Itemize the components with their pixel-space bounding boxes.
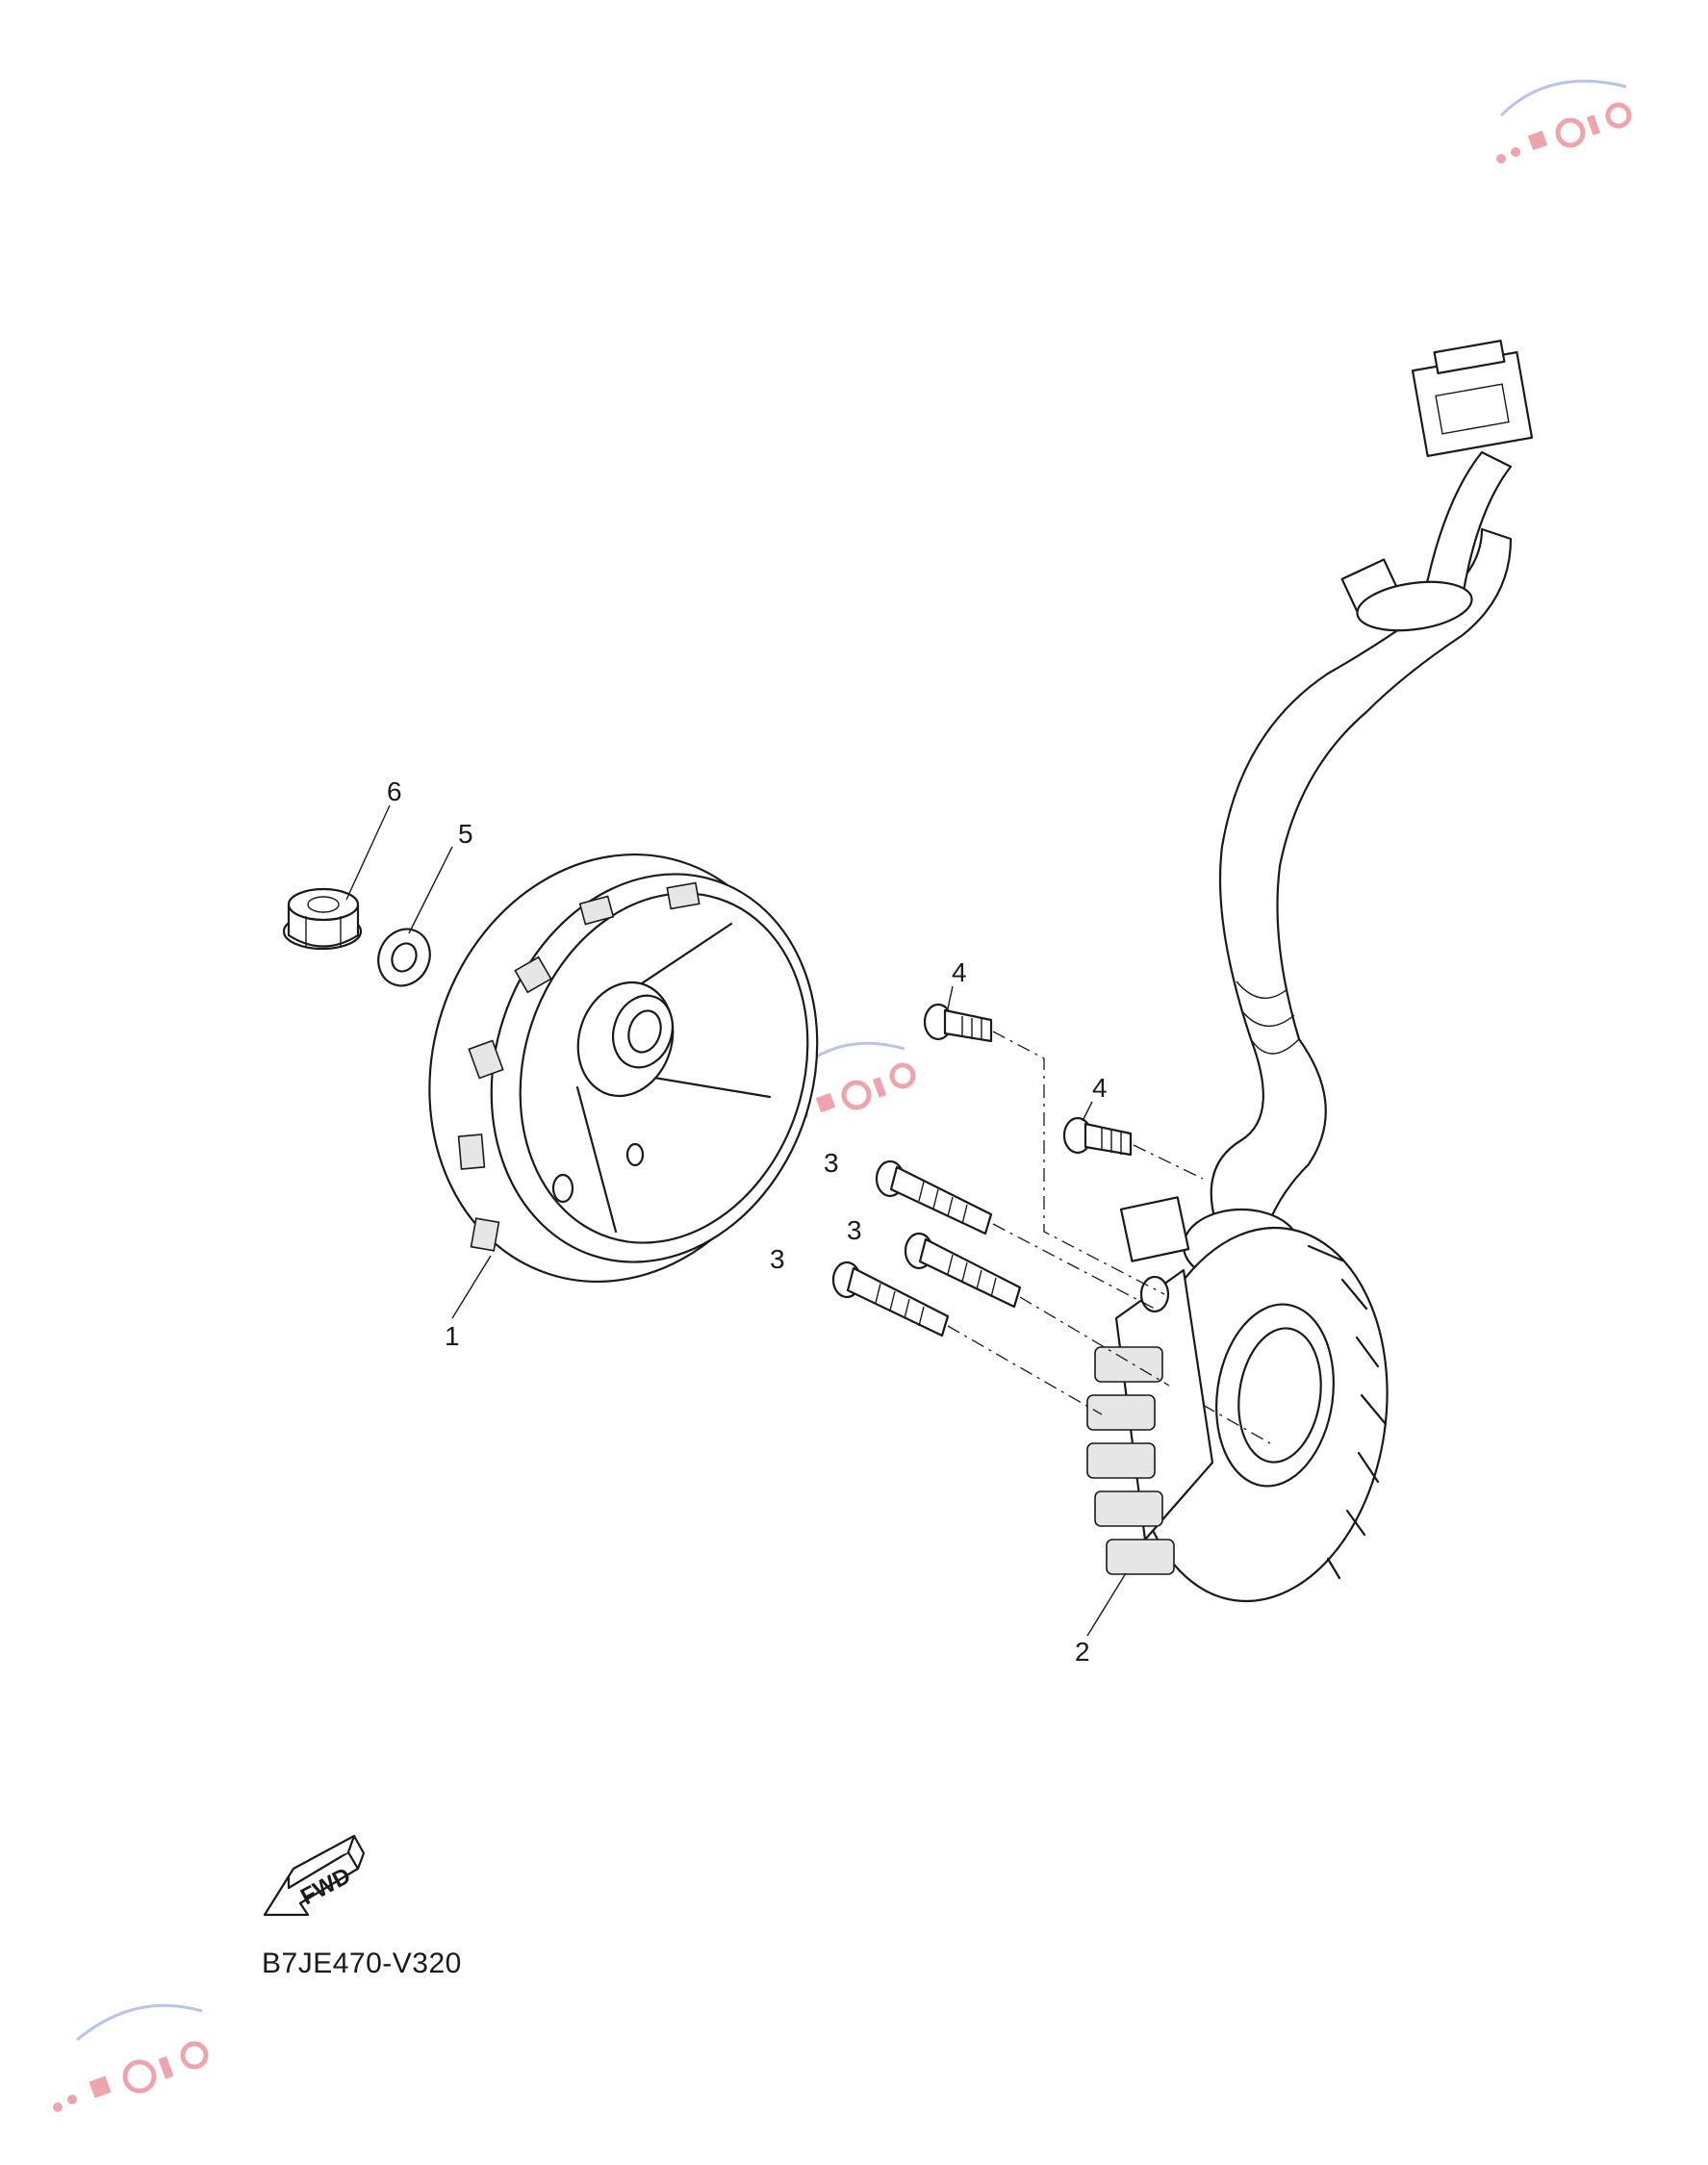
leader-line-4-lower xyxy=(1082,1101,1093,1122)
bolt-part-3-a xyxy=(875,1159,993,1235)
bolt-part-3-b xyxy=(904,1232,1022,1309)
callout-1: 1 xyxy=(445,1321,460,1351)
leader-line-5 xyxy=(408,846,453,934)
assembly-centerlines xyxy=(947,1031,1271,1444)
forward-direction-arrow-icon: FWD xyxy=(263,1834,366,1917)
leader-line-6 xyxy=(345,804,391,901)
moto-logo-watermark-middle xyxy=(784,1041,916,1126)
moto-logo-watermark-top xyxy=(1496,79,1632,164)
callout-6: 6 xyxy=(387,777,402,806)
callout-4a: 4 xyxy=(952,957,967,987)
callout-3c: 3 xyxy=(770,1244,785,1274)
diagram-code: B7JE470-V320 xyxy=(262,1948,462,1979)
harness-clip-icon xyxy=(1340,558,1473,632)
callout-4b: 4 xyxy=(1092,1073,1108,1103)
flange-nut-part-6 xyxy=(282,887,363,951)
callout-5: 5 xyxy=(458,819,473,849)
leader-line-4-upper xyxy=(947,985,954,1009)
washer-part-5 xyxy=(377,928,431,987)
callout-3b: 3 xyxy=(847,1215,862,1245)
moto-logo-watermark-bottom xyxy=(53,2003,209,2112)
stator-assembly-part-2 xyxy=(1086,339,1534,1603)
leader-line-1 xyxy=(451,1255,492,1319)
leader-line-2 xyxy=(1086,1572,1127,1637)
callout-3a: 3 xyxy=(824,1148,839,1178)
rotor-assembly-part-1 xyxy=(428,853,819,1283)
bolt-part-4-upper xyxy=(923,1003,993,1043)
wire-connector-icon xyxy=(1411,339,1534,457)
callout-2: 2 xyxy=(1075,1637,1090,1667)
bolt-part-4-lower xyxy=(1062,1116,1133,1157)
bolt-part-3-c xyxy=(831,1261,950,1337)
